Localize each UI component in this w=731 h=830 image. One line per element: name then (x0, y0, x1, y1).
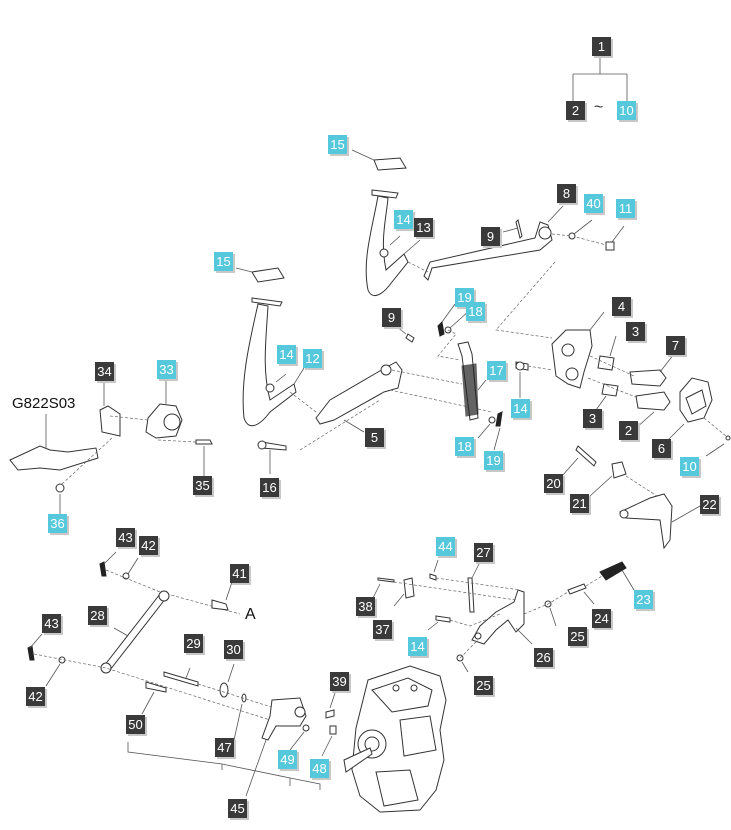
control-plate-assembly (551, 311, 731, 457)
callout-part-9[interactable]: 9 (481, 227, 500, 246)
callout-part-36[interactable]: 36 (48, 514, 67, 533)
callout-part-2[interactable]: 2 (566, 101, 585, 120)
tie-rod (100, 590, 170, 674)
callout-part-21[interactable]: 21 (570, 494, 589, 513)
shift-bracket-assembly (371, 559, 635, 673)
callout-part-15[interactable]: 15 (214, 252, 233, 271)
callout-part-17[interactable]: 17 (487, 361, 506, 380)
connector-letter-label: A (245, 606, 256, 623)
lower-link-hardware (27, 633, 301, 741)
callout-part-48[interactable]: 48 (310, 759, 329, 778)
callout-part-23[interactable]: 23 (634, 590, 653, 609)
callout-part-33[interactable]: 33 (157, 360, 176, 379)
callout-part-35[interactable]: 35 (193, 476, 212, 495)
callout-part-43[interactable]: 43 (42, 614, 61, 633)
callout-part-28[interactable]: 28 (88, 606, 107, 625)
callout-part-25[interactable]: 25 (568, 627, 587, 646)
lower-arm (257, 325, 493, 474)
callout-part-24[interactable]: 24 (592, 609, 611, 628)
callout-part-30[interactable]: 30 (224, 640, 243, 659)
callout-part-15[interactable]: 15 (328, 135, 347, 154)
callout-part-16[interactable]: 16 (260, 478, 279, 497)
callout-part-27[interactable]: 27 (474, 543, 493, 562)
callout-part-14[interactable]: 14 (511, 399, 530, 418)
upper-link-hardware (99, 551, 241, 615)
callout-part-12[interactable]: 12 (303, 349, 322, 368)
callout-part-22[interactable]: 22 (700, 495, 719, 514)
callout-part-1[interactable]: 1 (592, 37, 611, 56)
callout-part-45[interactable]: 45 (228, 799, 247, 818)
callout-part-11[interactable]: 11 (616, 199, 635, 218)
callout-part-13[interactable]: 13 (414, 218, 433, 237)
callout-part-2[interactable]: 2 (619, 421, 638, 440)
pedal-upper (351, 149, 421, 297)
callout-part-5[interactable]: 5 (365, 428, 384, 447)
callout-part-10[interactable]: 10 (680, 457, 699, 476)
assembly-code-label: G822S03 (12, 395, 76, 412)
callout-part-7[interactable]: 7 (666, 336, 685, 355)
callout-part-38[interactable]: 38 (356, 597, 375, 616)
callout-part-34[interactable]: 34 (95, 362, 114, 381)
callout-part-14[interactable]: 14 (394, 210, 413, 229)
upper-arm (407, 205, 625, 339)
lever-assembly (561, 445, 701, 550)
callout-part-18[interactable]: 18 (466, 302, 485, 321)
callout-part-47[interactable]: 47 (215, 738, 234, 757)
callout-part-3[interactable]: 3 (583, 409, 602, 428)
range-separator: ~ (594, 99, 604, 116)
callout-part-14[interactable]: 14 (277, 345, 296, 364)
callout-part-20[interactable]: 20 (544, 474, 563, 493)
callout-part-6[interactable]: 6 (652, 439, 671, 458)
callout-part-50[interactable]: 50 (126, 715, 145, 734)
callout-part-41[interactable]: 41 (230, 564, 249, 583)
callout-part-18[interactable]: 18 (455, 437, 474, 456)
mount-bracket-assembly (9, 380, 213, 514)
pedal-lower (235, 267, 305, 427)
hydrostatic-pump (343, 665, 447, 813)
callout-part-25[interactable]: 25 (474, 676, 493, 695)
callout-part-9[interactable]: 9 (382, 308, 401, 327)
callout-part-19[interactable]: 19 (484, 451, 503, 470)
callout-part-10[interactable]: 10 (617, 101, 636, 120)
callout-part-39[interactable]: 39 (330, 672, 349, 691)
bell-crank (127, 689, 337, 797)
callout-part-3[interactable]: 3 (626, 322, 645, 341)
callout-part-43[interactable]: 43 (116, 528, 135, 547)
callout-part-29[interactable]: 29 (184, 634, 203, 653)
callout-part-26[interactable]: 26 (534, 648, 553, 667)
callout-part-44[interactable]: 44 (436, 537, 455, 556)
callout-part-42[interactable]: 42 (26, 687, 45, 706)
callout-part-42[interactable]: 42 (139, 536, 158, 555)
callout-part-4[interactable]: 4 (612, 297, 631, 316)
range-bracket (572, 56, 628, 101)
callout-part-14[interactable]: 14 (408, 637, 427, 656)
callout-part-40[interactable]: 40 (584, 194, 603, 213)
spring-assembly (437, 303, 553, 451)
callout-part-8[interactable]: 8 (557, 184, 576, 203)
callout-part-49[interactable]: 49 (278, 750, 297, 769)
callout-part-37[interactable]: 37 (373, 620, 392, 639)
